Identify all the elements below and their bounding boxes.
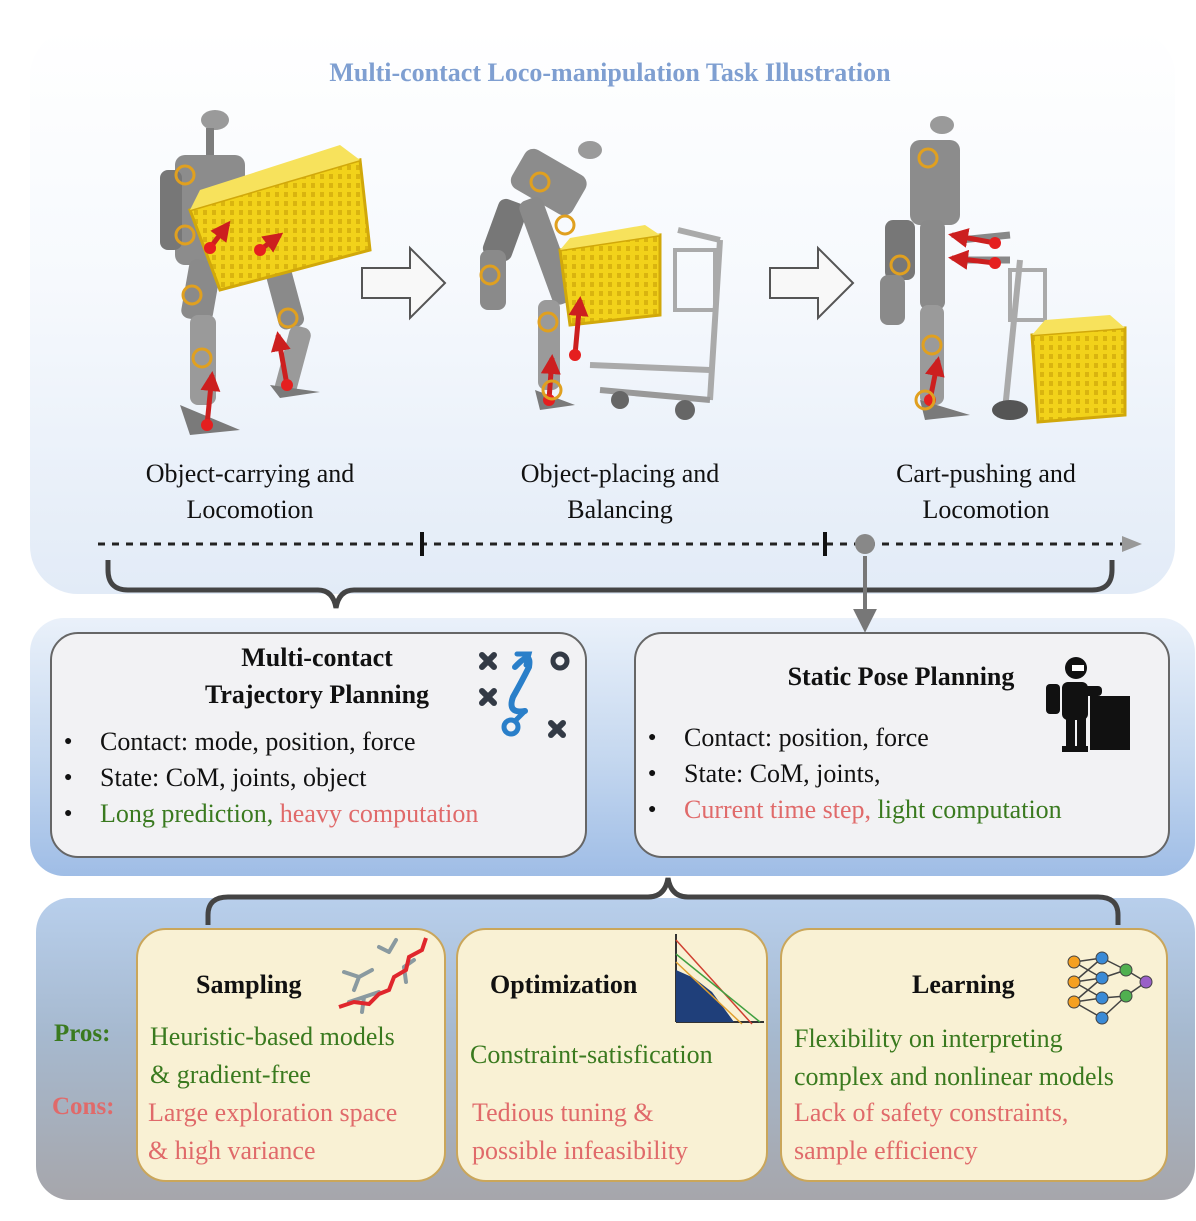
trajectory-pro-text: Long prediction, xyxy=(100,799,280,828)
trajectory-bullet-1: Contact: mode, position, force xyxy=(52,724,582,760)
learning-pros-line1: Flexibility on interpreting xyxy=(794,1024,1063,1053)
phase-caption-3-line1: Cart-pushing and xyxy=(896,459,1076,488)
static-bullet-1: Contact: position, force xyxy=(636,720,1166,756)
optimization-plot-icon xyxy=(675,934,764,1025)
sampling-cons: Large exploration space & high variance xyxy=(148,1094,446,1170)
robot-placing xyxy=(479,141,723,420)
static-bullet-3: Current time step, light computation xyxy=(636,792,1166,828)
optimization-cons-line1: Tedious tuning & xyxy=(472,1098,654,1127)
neural-network-icon xyxy=(1067,951,1153,1025)
timeline-connectors xyxy=(98,532,1142,925)
figure-title: Multi-contact Loco-manipulation Task Ill… xyxy=(329,58,891,87)
trajectory-bullets: Contact: mode, position, force State: Co… xyxy=(52,724,582,832)
phase-caption-2: Object-placing and Balancing xyxy=(465,456,775,528)
trajectory-bullet-2: State: CoM, joints, object xyxy=(52,760,582,796)
sampling-cons-line2: & high variance xyxy=(148,1136,316,1165)
sampling-title: Sampling xyxy=(196,970,302,999)
learning-pros: Flexibility on interpreting complex and … xyxy=(794,1020,1168,1096)
optimization-cons: Tedious tuning & possible infeasibility xyxy=(472,1094,768,1170)
phase-caption-2-line2: Balancing xyxy=(567,495,673,524)
trajectory-title-line2: Trajectory Planning xyxy=(204,680,430,709)
trajectory-card-title: Multi-contact Trajectory Planning xyxy=(122,639,512,713)
timeline-current-marker xyxy=(855,534,875,554)
sampling-cons-line1: Large exploration space xyxy=(148,1098,398,1127)
trajectory-bullet-3: Long prediction, heavy computation xyxy=(52,796,582,832)
learning-card: Learning Flexibility on interpreting com… xyxy=(780,928,1168,1182)
cons-label: Cons: xyxy=(52,1093,115,1120)
phase-arrow-2 xyxy=(769,245,855,321)
trajectory-planning-card: Multi-contact Trajectory Planning Contac… xyxy=(50,632,587,858)
trajectory-title-line1: Multi-contact xyxy=(241,643,393,672)
sampling-pros: Heuristic-based models & gradient-free xyxy=(150,1018,445,1094)
static-bullets: Contact: position, force State: CoM, joi… xyxy=(636,720,1166,828)
methods-brace xyxy=(205,877,1121,925)
phase-caption-2-line1: Object-placing and xyxy=(520,459,720,488)
static-pose-card: Static Pose Planning Contact: position, … xyxy=(634,632,1170,858)
robot-pushing xyxy=(880,116,1127,424)
trajectory-brace xyxy=(105,560,1115,609)
optimization-card: Optimization Constraint-satisfication Te… xyxy=(456,928,768,1182)
learning-pros-line2: complex and nonlinear models xyxy=(794,1062,1114,1091)
learning-cons-line2: sample efficiency xyxy=(794,1136,978,1165)
learning-title: Learning xyxy=(912,970,1015,999)
pros-label: Pros: xyxy=(54,1020,111,1047)
learning-cons-line1: Lack of safety constraints, xyxy=(794,1098,1069,1127)
static-card-title: Static Pose Planning xyxy=(787,662,1015,691)
sampling-pros-line2: & gradient-free xyxy=(150,1060,311,1089)
sampling-tree-icon xyxy=(338,937,428,1014)
static-bullet-2: State: CoM, joints, xyxy=(636,756,1166,792)
phase-caption-3: Cart-pushing and Locomotion xyxy=(836,456,1136,528)
phase-caption-1-line1: Object-carrying and xyxy=(145,459,355,488)
static-con-text: Current time step, xyxy=(684,795,878,824)
static-pro-text: light computation xyxy=(877,795,1062,824)
optimization-pros: Constraint-satisfication xyxy=(470,1040,713,1069)
sampling-pros-line1: Heuristic-based models xyxy=(150,1022,395,1051)
phase-arrow-1 xyxy=(361,245,447,321)
trajectory-con-text: heavy computation xyxy=(279,799,479,828)
sampling-card: Sampling Heuristic-based models & gradie… xyxy=(136,928,446,1182)
optimization-title: Optimization xyxy=(490,970,638,999)
phase-caption-1: Object-carrying and Locomotion xyxy=(100,456,400,528)
optimization-cons-line2: possible infeasibility xyxy=(472,1136,688,1165)
timeline-arrowhead xyxy=(1122,536,1142,552)
phase-caption-1-line2: Locomotion xyxy=(186,495,314,524)
phase-caption-3-line2: Locomotion xyxy=(922,495,1050,524)
robot-illustrations xyxy=(160,110,1127,435)
robot-carrying xyxy=(160,110,372,435)
learning-cons: Lack of safety constraints, sample effic… xyxy=(794,1094,1166,1170)
